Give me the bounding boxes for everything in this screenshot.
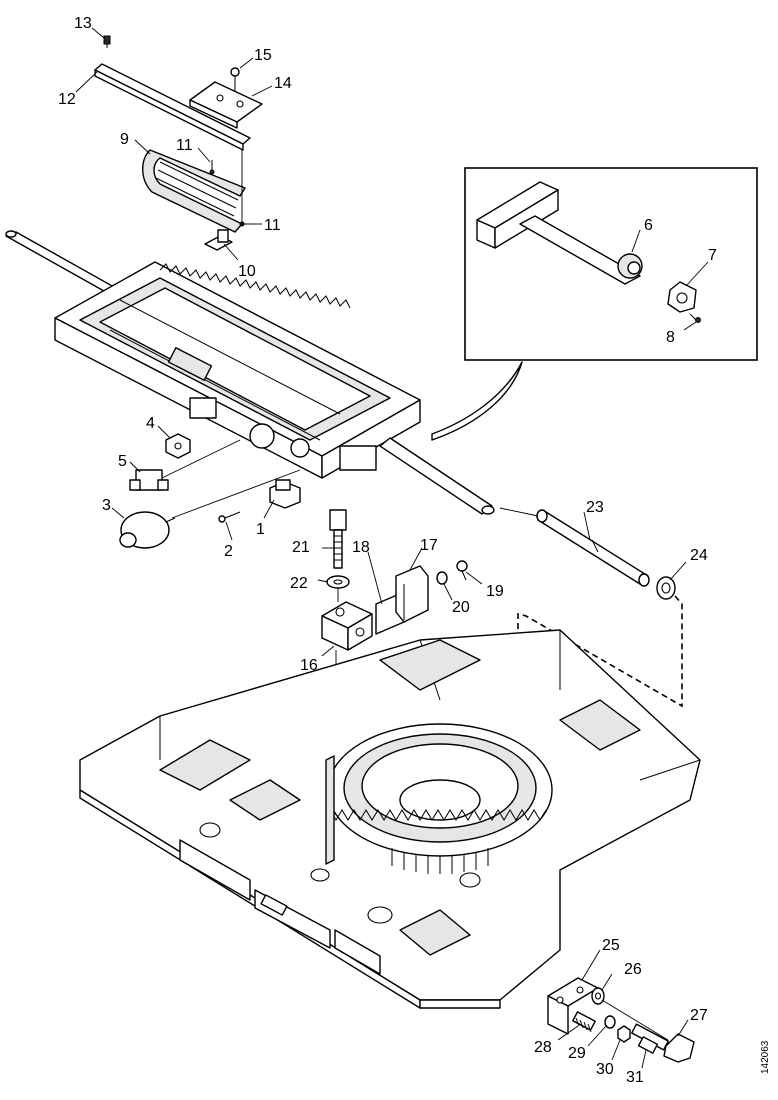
callout-20: 20 xyxy=(452,599,470,616)
nut-part-30 xyxy=(617,1025,631,1043)
nut-part-4 xyxy=(165,433,191,459)
block-part-16 xyxy=(321,601,373,651)
callout-27: 27 xyxy=(690,1007,708,1024)
callout-29: 29 xyxy=(568,1045,586,1062)
callout-26: 26 xyxy=(624,961,642,978)
bolt-axis-lower xyxy=(601,999,669,1041)
callout-12: 12 xyxy=(58,91,76,108)
callout-31: 31 xyxy=(626,1069,644,1086)
callout-4: 4 xyxy=(146,415,155,432)
callout-11-lower: 11 xyxy=(264,217,281,234)
bolt-part-21 xyxy=(329,509,347,569)
washer-part-26 xyxy=(591,987,605,1005)
callout-30: 30 xyxy=(596,1061,614,1078)
bulb-part-3 xyxy=(119,511,176,549)
callout-11-upper: 11 xyxy=(176,137,193,154)
clamp-leader-line xyxy=(161,439,241,479)
callout-24: 24 xyxy=(690,547,708,564)
guide-rod-lower xyxy=(379,437,495,515)
clamp-part-5 xyxy=(129,469,169,491)
spring-part-28 xyxy=(572,1011,596,1033)
clip-part-10 xyxy=(204,229,233,251)
vertical-guide-bar xyxy=(325,755,335,865)
bulb-cable xyxy=(171,469,301,519)
callout-25: 25 xyxy=(602,937,620,954)
mounting-plate-part-14 xyxy=(189,81,263,129)
screw-part-2 xyxy=(218,511,241,523)
rod-axis-line xyxy=(499,507,539,517)
pin-part-11-upper xyxy=(209,160,215,175)
bracket-part-1 xyxy=(269,479,301,509)
drag-chain-part-9 xyxy=(142,149,246,233)
screw-part-13 xyxy=(103,35,111,48)
bracket-part-17 xyxy=(395,565,429,623)
callout-8: 8 xyxy=(666,329,675,346)
callout-2: 2 xyxy=(224,543,233,560)
callout-22: 22 xyxy=(290,575,308,592)
callout-23: 23 xyxy=(586,499,604,516)
washer-part-29 xyxy=(604,1015,616,1029)
callout-13: 13 xyxy=(74,15,92,32)
callout-1: 1 xyxy=(256,521,265,538)
carriage-frame xyxy=(54,261,421,479)
callout-18: 18 xyxy=(352,539,370,556)
callout-15: 15 xyxy=(254,47,272,64)
spacer-part-31 xyxy=(637,1036,659,1054)
callout-5: 5 xyxy=(118,453,127,470)
callout-28: 28 xyxy=(534,1039,552,1056)
leader-lines xyxy=(75,27,709,1069)
callout-6: 6 xyxy=(644,217,653,234)
screw-part-15 xyxy=(230,67,240,92)
callout-3: 3 xyxy=(102,497,111,514)
callout-16: 16 xyxy=(300,657,318,674)
bearing-part-24 xyxy=(656,576,676,600)
document-id: 142063 xyxy=(760,1040,771,1074)
callout-9: 9 xyxy=(120,131,129,148)
rod-part-23 xyxy=(536,509,650,587)
callout-7: 7 xyxy=(708,247,717,264)
washer-part-22 xyxy=(326,575,350,589)
screw-part-19 xyxy=(456,560,468,581)
inset-pointer xyxy=(431,361,523,441)
callout-21: 21 xyxy=(292,539,310,556)
washer-part-20 xyxy=(436,571,448,585)
callout-17: 17 xyxy=(420,537,438,554)
detail-inset-box xyxy=(464,167,758,361)
callout-19: 19 xyxy=(486,583,504,600)
callout-10: 10 xyxy=(238,263,256,280)
pin-part-11-lower xyxy=(239,221,250,227)
turntable-ring-gear xyxy=(327,723,553,874)
callout-14: 14 xyxy=(274,75,292,92)
